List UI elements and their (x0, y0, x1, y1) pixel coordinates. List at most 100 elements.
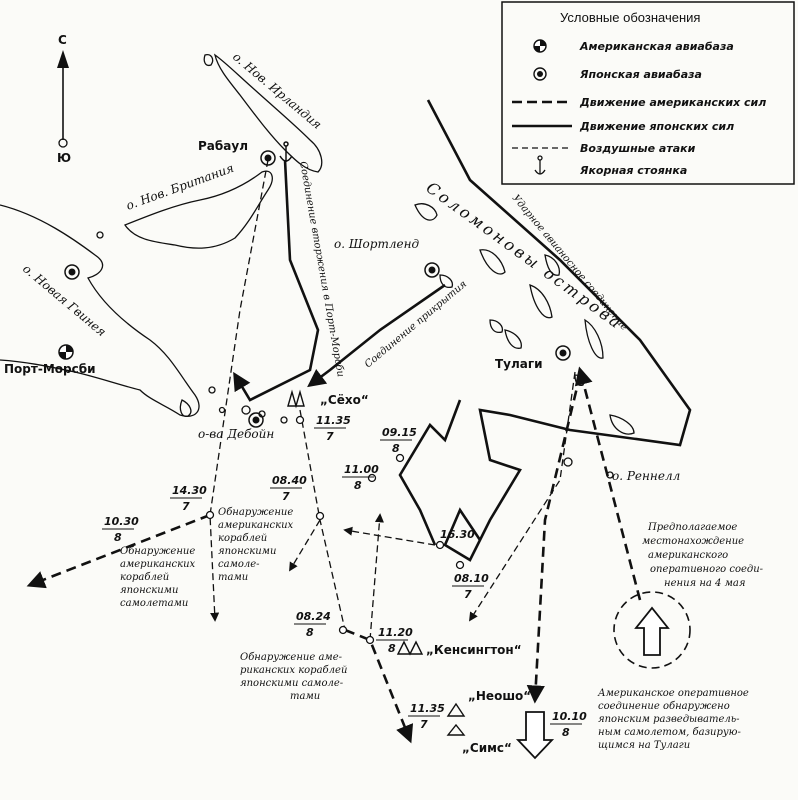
time-stamp: 14.30 7 (170, 484, 207, 513)
notes: Обнаружение американских кораблей японск… (120, 507, 766, 751)
svg-text:7: 7 (420, 718, 428, 731)
air-attack-deboyne (299, 409, 346, 631)
svg-text:08.10: 08.10 (454, 572, 489, 585)
note-detect-left: Обнаружение американских кораблей японск… (120, 546, 198, 609)
port-moresby-airbase-icon (58, 344, 74, 360)
legend-us-move: Движение американских сил (512, 96, 766, 109)
svg-text:7: 7 (282, 490, 290, 503)
anchor-icon (279, 141, 293, 162)
svg-text:09.15: 09.15 (382, 426, 417, 439)
new-guinea-coast (0, 204, 200, 417)
label-rennell: о. Реннелл (612, 469, 680, 483)
svg-text:8: 8 (388, 642, 396, 655)
label-cover-group: Соединение прикрытия (363, 279, 469, 371)
label-deboyne: о-ва Дебойн (198, 427, 274, 441)
label-kensington: „Кенсингтон“ (426, 643, 522, 657)
label-shoho: „Сёхо“ (320, 393, 369, 407)
label-moresby-group: Соединение вторжения в Порт-Морсби (297, 161, 346, 378)
legend-jp-move: Движение японских сил (512, 120, 734, 133)
moresby-invasion-route (233, 159, 320, 402)
svg-text:Американская авиабаза: Американская авиабаза (579, 40, 734, 53)
time-stamp: 10.30 8 (102, 515, 139, 544)
svg-text:Якорная стоянка: Якорная стоянка (579, 164, 687, 177)
shortland-airbase-icon (424, 262, 440, 278)
svg-text:8: 8 (354, 479, 362, 492)
svg-text:Движение японских сил: Движение японских сил (579, 120, 734, 133)
time-stamp: 11.35 7 (314, 414, 351, 443)
label-tulagi: Тулаги (495, 357, 543, 371)
air-attack-rabaul (209, 159, 269, 622)
coastlines (0, 53, 635, 479)
note-us-detected: Американское оперативное соединение обна… (597, 688, 752, 751)
label-shortland: о. Шортленд (334, 237, 419, 251)
time-stamp: 08.40 7 (270, 474, 307, 503)
svg-text:Японская авиабаза: Японская авиабаза (579, 68, 702, 81)
legend-air: Воздушные атаки (512, 142, 696, 155)
svg-text:08.24: 08.24 (296, 610, 331, 623)
svg-text:Воздушные атаки: Воздушные атаки (580, 142, 696, 155)
svg-text:8: 8 (306, 626, 314, 639)
us-final-arrow-icon (515, 711, 555, 760)
time-stamp: 10.10 8 (550, 710, 587, 739)
japanese-strike-loop (398, 399, 462, 546)
legend: Условные обозначения Американская авиаба… (501, 1, 795, 185)
time-stamps: 10.30 8 14.30 7 08.40 7 11.35 7 09.15 8 … (102, 414, 587, 739)
japanese-strike-route (426, 99, 692, 562)
sims-ship-icon (446, 723, 466, 736)
legend-us-airbase: Американская авиабаза (533, 39, 734, 53)
svg-text:14.30: 14.30 (172, 484, 207, 497)
svg-text:7: 7 (464, 588, 472, 601)
legend-jp-airbase: Японская авиабаза (533, 67, 702, 81)
label-port-moresby: Порт-Морсби (4, 362, 96, 376)
shoho-ship-icon (287, 389, 305, 409)
time-stamp: 09.15 8 (380, 426, 417, 455)
label-new-ireland: о. Нов. Ирландия (230, 50, 324, 132)
svg-text:11.20: 11.20 (378, 626, 413, 639)
label-sims: „Симс“ (462, 741, 512, 755)
svg-text:8: 8 (562, 726, 570, 739)
note-assumed-position: Предполагаемое местонахождение американс… (642, 522, 766, 589)
us-route-tulagi (526, 374, 582, 704)
us-route-center (344, 628, 414, 744)
rabaul-airbase-icon (260, 150, 276, 166)
note-detect-mid: Обнаружение американских кораблей японск… (218, 507, 296, 583)
time-stamp: 11.35 7 (408, 702, 445, 731)
routes (26, 99, 692, 744)
tulagi-airbase-icon (555, 345, 571, 361)
legend-anchor: Якорная стоянка (534, 155, 687, 177)
us-route-assumed (574, 366, 642, 601)
svg-text:11.00: 11.00 (344, 463, 379, 476)
label-neosho: „Неошо“ (468, 689, 531, 703)
compass: С Ю (57, 33, 71, 165)
svg-text:Движение американских сил: Движение американских сил (579, 96, 766, 109)
waypoints (205, 415, 465, 645)
svg-text:11.35: 11.35 (316, 414, 351, 427)
label-rabaul: Рабаул (198, 139, 248, 153)
jp-airbase-icon (533, 67, 547, 81)
air-attack-tulagi (469, 371, 576, 622)
time-stamp: 16.30 (440, 528, 475, 541)
air-attack-east (343, 526, 436, 546)
cover-group-route (307, 283, 446, 388)
ship-icons (287, 389, 466, 736)
legend-title: Условные обозначения (560, 10, 700, 25)
compass-south: Ю (57, 151, 71, 165)
compass-north: С (58, 33, 67, 47)
us-route-left (26, 513, 211, 589)
neosho-ship-icon (446, 702, 466, 717)
time-stamp: 08.24 8 (294, 610, 331, 639)
assumed-position-marker (613, 591, 691, 669)
svg-text:11.35: 11.35 (410, 702, 445, 715)
air-attack-deboyne-2 (289, 519, 321, 572)
deboyne-airbase-icon (248, 412, 264, 428)
svg-text:7: 7 (182, 500, 190, 513)
solomon-islands (414, 203, 635, 435)
air-attack-center (369, 513, 384, 641)
anchor-icon (534, 155, 546, 175)
svg-text:10.10: 10.10 (552, 710, 587, 723)
new-ireland-coast (213, 53, 323, 173)
kensington-ship-icon (396, 640, 424, 656)
time-stamp: 11.00 8 (342, 463, 379, 492)
